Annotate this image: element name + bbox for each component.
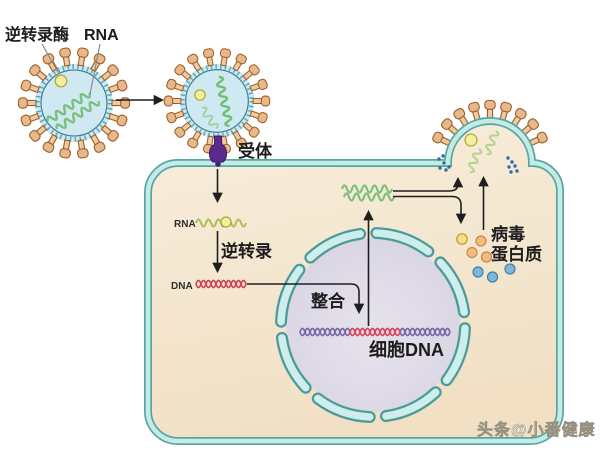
budding-virion-contents <box>464 128 501 175</box>
viral-rna-in-cytoplasm <box>195 216 247 228</box>
receptor <box>208 135 228 167</box>
nucleus <box>275 227 471 423</box>
label-viral-protein-2: 蛋白质 <box>491 244 542 264</box>
virion-1 <box>19 47 130 158</box>
label-rna-top: RNA <box>84 27 119 44</box>
protein-blue-group <box>472 263 516 283</box>
reverse-transcriptase-enzyme <box>54 74 68 88</box>
protein-yellow <box>456 233 468 245</box>
label-receptor: 受体 <box>238 141 273 161</box>
label-cell-dna: 细胞DNA <box>369 339 444 360</box>
label-viral-protein-1: 病毒 <box>491 224 525 244</box>
arrow-integration <box>247 283 365 315</box>
label-reverse-transcriptase: 逆转录酶 <box>5 25 69 44</box>
arrow-rna-to-bud <box>393 176 464 192</box>
protein-orange-group <box>466 235 493 263</box>
viral-proteins <box>456 233 516 283</box>
enzyme-in-bud <box>464 133 478 147</box>
label-rna-small: RNA <box>174 219 196 230</box>
watermark-text: 头条@小番健康 <box>477 420 596 439</box>
receptor-knob <box>215 161 221 167</box>
bud-neck-dots-left <box>437 154 451 172</box>
enzyme-on-rna <box>220 216 232 228</box>
label-reverse-transcription: 逆转录 <box>221 241 272 261</box>
virion-2 <box>164 48 269 154</box>
flow-arrows <box>116 94 489 326</box>
bud-neck-dots-right <box>506 156 519 174</box>
label-pointer-lines <box>41 43 101 95</box>
enzyme-in-virion-2 <box>194 89 206 101</box>
cell-membrane <box>144 117 564 445</box>
receptor-shape <box>208 135 228 163</box>
label-integration: 整合 <box>311 291 346 311</box>
arrow-rna-to-proteins <box>393 195 467 225</box>
nuclear-envelope-segments <box>277 229 469 421</box>
nucleus-interior <box>286 238 460 412</box>
label-dna-small: DNA <box>171 281 193 292</box>
